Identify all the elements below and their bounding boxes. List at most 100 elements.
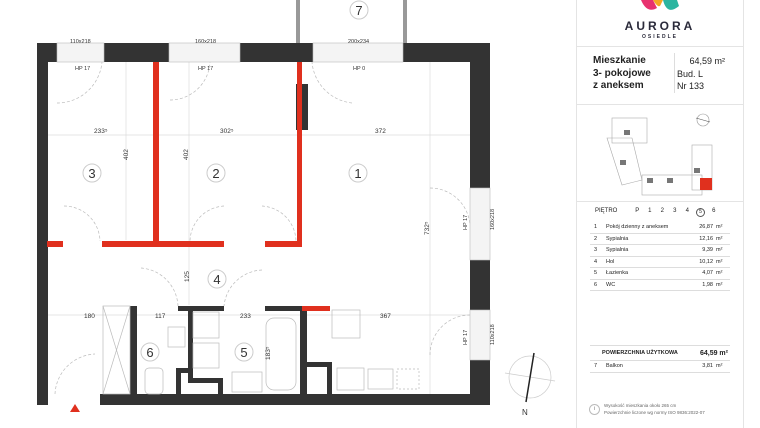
room-no: 7 xyxy=(590,360,606,373)
room-area: 12,16 xyxy=(683,233,713,245)
room-name: Pokój dzienny z aneksem xyxy=(606,222,683,234)
room-area: 4,07 xyxy=(683,267,713,280)
title-line: 3- pokojowe xyxy=(593,67,651,79)
cooktop xyxy=(336,367,365,391)
unit: m² xyxy=(713,222,730,234)
floor-option[interactable]: 1 xyxy=(648,208,652,214)
windows xyxy=(56,42,491,361)
room-marker-4: 4 xyxy=(207,269,227,289)
room-name: Hol xyxy=(606,256,683,268)
note: Wysokość mieszkania około 265 cm xyxy=(604,403,677,408)
svg-text:5: 5 xyxy=(240,345,247,360)
sill-height: HP 17 xyxy=(198,66,213,72)
floor-option[interactable]: 2 xyxy=(660,208,664,214)
floor-option[interactable]: 6 xyxy=(712,208,716,214)
door-swings xyxy=(54,61,471,395)
room-markers: 7 3 2 1 4 6 5 xyxy=(82,0,369,362)
info-icon: i xyxy=(589,404,600,415)
dimension-label: 183⁵ xyxy=(265,346,272,360)
walls xyxy=(37,43,490,405)
dimension-label: 732⁵ xyxy=(424,221,431,235)
svg-text:1: 1 xyxy=(354,166,361,181)
room-no: 2 xyxy=(590,233,606,245)
room-area: 3,81 xyxy=(683,360,713,373)
floor-selector: PIĘTRO P 1 2 3 4 5 6 xyxy=(595,208,730,217)
room-no: 5 xyxy=(590,267,606,280)
svg-text:2: 2 xyxy=(212,166,219,181)
dimension-label: 367 xyxy=(380,313,391,320)
title-line: z aneksem xyxy=(593,80,644,91)
window-size: 110x218 xyxy=(490,324,496,345)
window-size: 200x234 xyxy=(348,39,369,45)
dimension-label: 402 xyxy=(183,149,190,160)
room-name: Sypialnia xyxy=(606,233,683,245)
room-name: Balkon xyxy=(606,360,683,373)
floor-option-current[interactable]: 5 xyxy=(696,208,705,217)
balcony-rail xyxy=(403,0,407,43)
room-name: Łazienka xyxy=(606,267,683,280)
dimension-label: 117 xyxy=(155,313,166,320)
room-marker-7: 7 xyxy=(349,0,369,20)
apartment-number: Nr 133 xyxy=(677,81,705,91)
total-area: 64,59 m² xyxy=(683,345,730,361)
room-area: 9,39 xyxy=(683,244,713,257)
window-size: 160x218 xyxy=(195,39,216,45)
bathtub xyxy=(265,317,297,391)
sill-height: HP 17 xyxy=(463,330,469,345)
dimension-label: 233 xyxy=(240,313,251,320)
svg-text:N: N xyxy=(522,408,528,417)
window-size: 110x218 xyxy=(70,39,91,45)
selected-unit-marker xyxy=(700,178,712,190)
unit: m² xyxy=(713,256,730,268)
unit: m² xyxy=(713,360,730,373)
sink xyxy=(367,368,394,390)
entrance-arrow-icon xyxy=(70,404,80,412)
floor-label: PIĘTRO xyxy=(595,208,618,214)
svg-text:3: 3 xyxy=(88,166,95,181)
dimension-label: 402 xyxy=(123,149,130,160)
room-marker-1: 1 xyxy=(348,163,368,183)
note: Powierzchnie liczone wg normy ISO 9836:2… xyxy=(604,410,705,415)
floor-option[interactable]: 4 xyxy=(685,208,689,214)
brand-name: AURORA xyxy=(624,19,696,33)
unit: m² xyxy=(713,267,730,280)
apartment-area: 64,59 m² xyxy=(689,56,725,66)
dimension-lines xyxy=(48,62,470,394)
notes: i Wysokość mieszkania około 265 cm Powie… xyxy=(589,402,705,416)
svg-text:6: 6 xyxy=(146,345,153,360)
unit: m² xyxy=(713,233,730,245)
building: Bud. L xyxy=(677,68,704,79)
room-no: 4 xyxy=(590,256,606,268)
removable-walls xyxy=(47,62,330,311)
unit: m² xyxy=(713,279,730,291)
dimension-label: 302⁵ xyxy=(220,128,234,135)
floor-option[interactable]: 3 xyxy=(673,208,677,214)
window-labels: 110x218 160x218 200x234 HP 17 HP 17 HP 0… xyxy=(70,39,496,345)
sill-height: HP 17 xyxy=(75,66,90,72)
room-marker-6: 6 xyxy=(140,342,160,362)
building-location-map xyxy=(606,113,713,196)
apartment-meta: 64,59 m² Bud. L Nr 133 xyxy=(665,55,725,93)
dimensions: 233⁵ 302⁵ 372 402 402 732⁵ 125 180 117 2… xyxy=(84,128,431,360)
balcony-rail xyxy=(296,0,300,43)
floor-option[interactable]: P xyxy=(635,208,640,214)
room-marker-2: 2 xyxy=(206,163,226,183)
dimension-label: 372 xyxy=(375,128,386,135)
room-area: 1,98 xyxy=(683,279,713,291)
window-size: 160x218 xyxy=(490,209,496,230)
room-area: 26,87 xyxy=(683,222,713,234)
compass-icon: N xyxy=(504,352,556,417)
sill-height: HP 17 xyxy=(463,215,469,230)
sill-height: HP 0 xyxy=(353,66,365,72)
total-label: POWIERZCHNIA UŻYTKOWA xyxy=(590,345,683,361)
room-no: 3 xyxy=(590,244,606,257)
title-line: Mieszkanie xyxy=(593,55,646,66)
room-marker-5: 5 xyxy=(234,342,254,362)
